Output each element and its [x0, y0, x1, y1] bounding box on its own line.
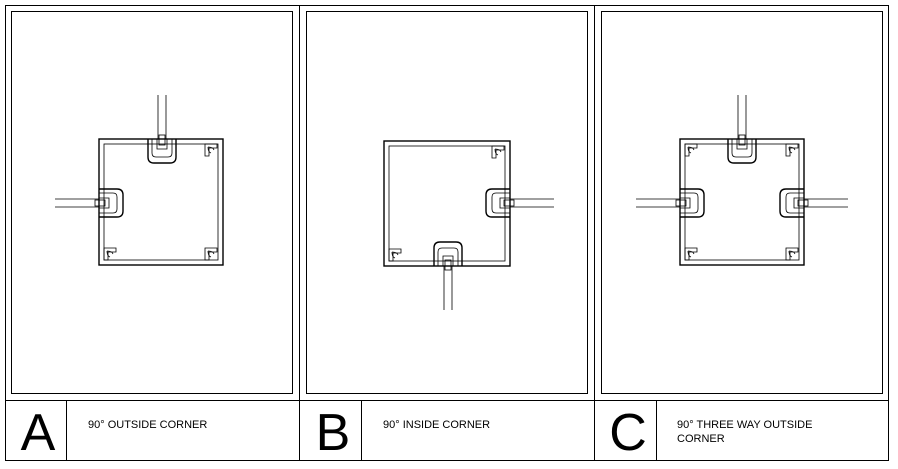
drawing-frame-c [601, 11, 883, 394]
panel-letter-a: A [21, 404, 56, 462]
mullion-section-c [635, 94, 849, 266]
panel-caption-a: 90° OUTSIDE CORNER [88, 419, 207, 431]
panel-caption-c-line-1: 90° THREE WAY OUTSIDE [677, 419, 812, 431]
mullion-section-b [383, 140, 555, 311]
panel-letter-c: C [609, 404, 647, 462]
drawing-frame-a [11, 11, 293, 394]
panel-letter-b: B [316, 404, 351, 462]
mullion-section-a [54, 94, 224, 266]
sheet-border [5, 5, 889, 461]
drawing-frame-b [306, 11, 588, 394]
panel-caption-b: 90° INSIDE CORNER [383, 419, 490, 431]
panel-caption-c-line-2: CORNER [677, 433, 725, 445]
